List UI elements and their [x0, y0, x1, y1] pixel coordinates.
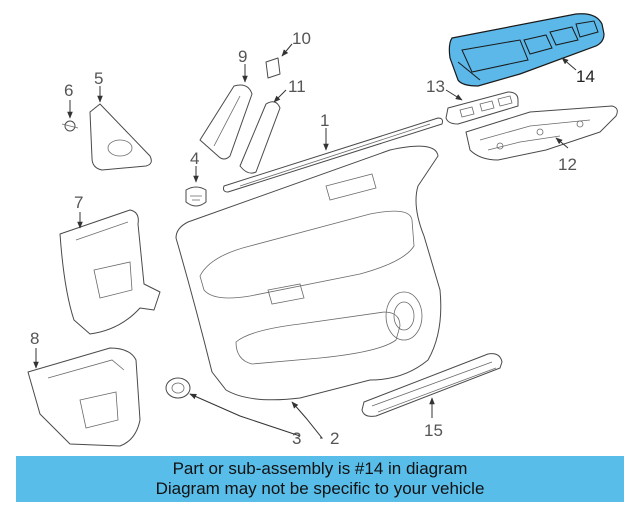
part-5-mirror-cover[interactable] [89, 103, 152, 171]
part-12-armrest-bracket[interactable] [465, 105, 618, 161]
part-15-armrest-pad[interactable] [361, 353, 503, 417]
callout-2: 2 [330, 429, 339, 448]
callout-15: 15 [424, 421, 443, 440]
part-9-pull-handle[interactable] [199, 84, 253, 160]
part-2-door-panel[interactable] [175, 145, 442, 401]
callout-7: 7 [74, 193, 83, 212]
callout-11: 11 [288, 77, 306, 96]
callout-13: 13 [426, 77, 445, 96]
part-4-clip[interactable] [185, 186, 207, 207]
banner-line-disclaimer: Diagram may not be specific to your vehi… [155, 479, 485, 498]
part-3-plug[interactable] [165, 377, 191, 399]
callout-14: 14 [576, 67, 595, 86]
callout-5: 5 [94, 69, 103, 88]
leader-lines [33, 43, 577, 439]
part-14-switch-bezel[interactable] [448, 13, 605, 87]
callout-1: 1 [320, 111, 329, 130]
part-13-switch-plate[interactable] [445, 91, 519, 125]
callout-8: 8 [30, 329, 39, 348]
callout-4: 4 [190, 149, 199, 168]
callout-10: 10 [292, 29, 311, 48]
callout-labels: 1 2 3 4 5 6 7 8 9 10 11 12 13 14 15 [30, 29, 595, 448]
callout-12: 12 [558, 155, 577, 174]
callout-6: 6 [64, 81, 73, 100]
part-6-screw[interactable] [61, 120, 79, 132]
banner-line-part: Part or sub-assembly is #14 in diagram [172, 459, 468, 478]
part-11-handle-trim[interactable] [239, 101, 281, 174]
part-7-panel-bracket[interactable] [59, 209, 161, 335]
callout-3: 3 [292, 429, 301, 448]
part-1-belt-molding[interactable] [223, 117, 443, 193]
info-banner: Part or sub-assembly is #14 in diagram D… [16, 456, 624, 502]
part-8-lower-bracket[interactable] [27, 347, 141, 447]
part-10-clip[interactable] [265, 57, 281, 79]
callout-9: 9 [238, 47, 247, 66]
